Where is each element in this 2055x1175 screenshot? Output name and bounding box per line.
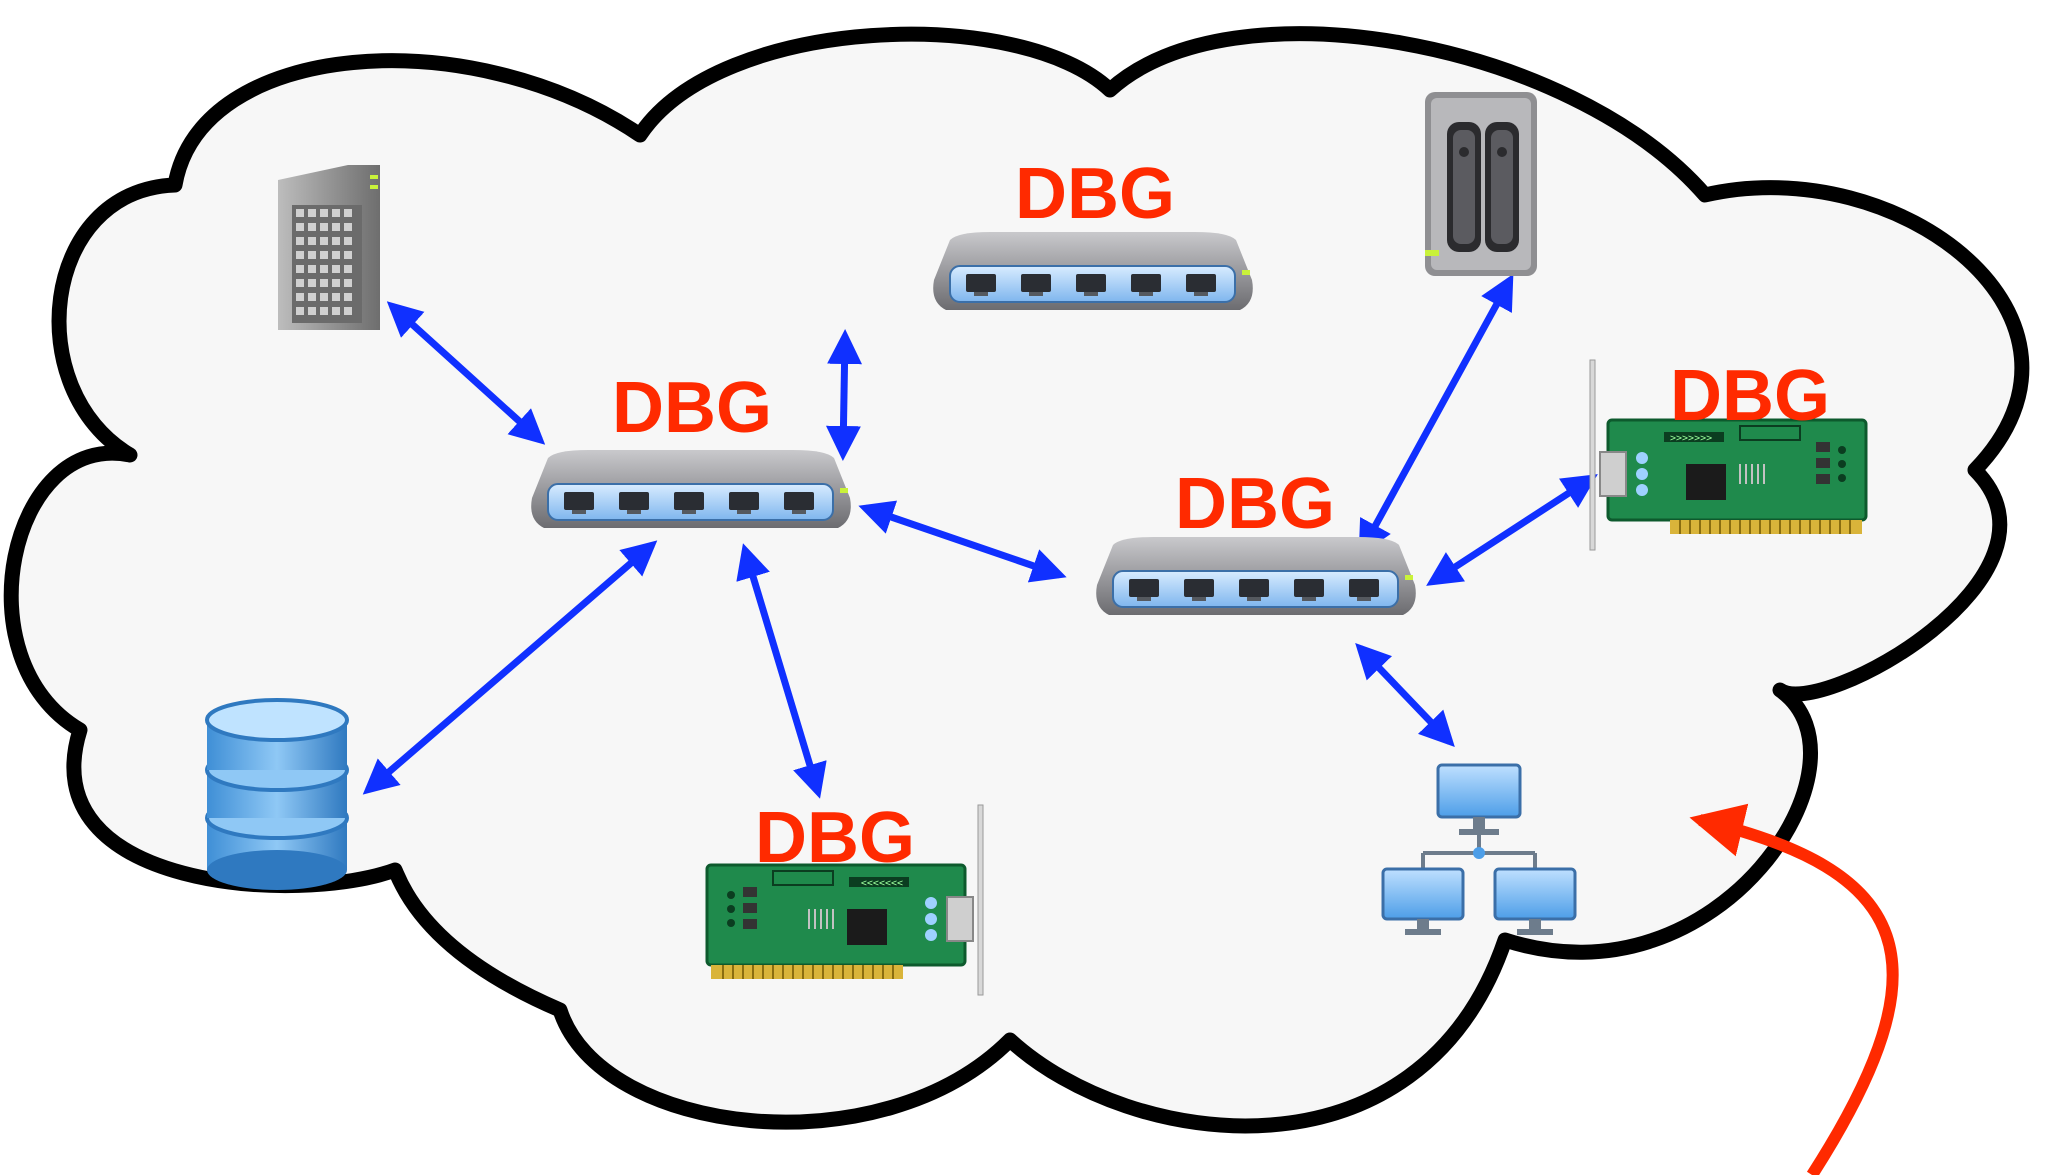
- local-network-icon: [1381, 763, 1577, 935]
- switch-left-label: DBG: [612, 368, 772, 448]
- external-arrow: [1689, 803, 1899, 1175]
- link-switch-nic: [736, 543, 827, 799]
- nic-right-label: DBG: [1670, 356, 1830, 436]
- nas-storage-icon: [1425, 92, 1537, 276]
- switch-right-label: DBG: [1175, 464, 1335, 544]
- network-switch-icon: [1095, 536, 1417, 616]
- network-switch-icon: [530, 449, 852, 529]
- network-switch-icon: [932, 231, 1254, 311]
- database-icon: [205, 698, 349, 890]
- link-server-switch: [386, 301, 546, 445]
- link-switch-lan: [1355, 642, 1455, 748]
- link-switch-switch-top: [825, 329, 863, 461]
- link-switch-nic-right: [1426, 474, 1598, 586]
- link-switch-database: [362, 540, 658, 795]
- link-switch-nas: [1358, 273, 1514, 557]
- link-switch-switch-right: [858, 500, 1067, 583]
- server-tower-icon: [278, 165, 380, 330]
- switch-top-label: DBG: [1015, 154, 1175, 234]
- nic-bottom-label: DBG: [755, 798, 915, 878]
